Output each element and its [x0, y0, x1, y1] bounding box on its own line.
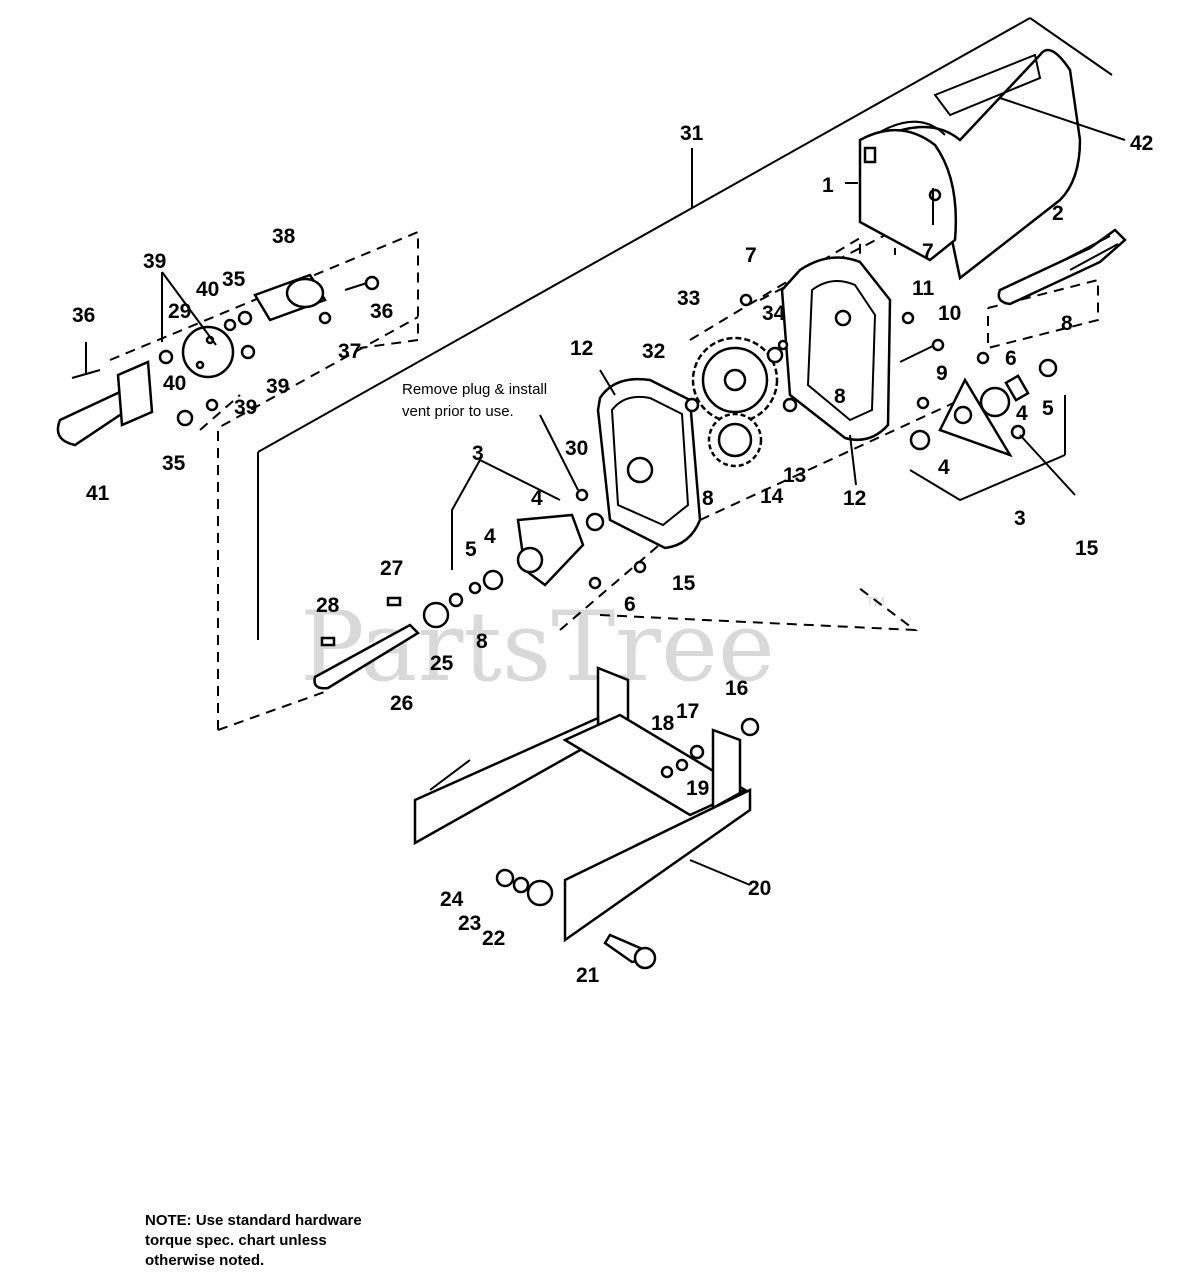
callout-3-left: 3: [472, 442, 484, 465]
callout-1: 1: [822, 174, 834, 197]
callout-6-left: 6: [624, 593, 636, 616]
instruction-line-2: vent prior to use.: [402, 403, 514, 420]
callout-22: 22: [482, 927, 505, 950]
callout-24: 24: [440, 888, 464, 911]
callout-7-upper: 7: [745, 244, 757, 267]
bearing-plate-left: [468, 488, 647, 595]
case-half-left-12: [596, 377, 702, 550]
callout-11: 11: [912, 277, 935, 300]
callout-12-left: 12: [570, 337, 593, 360]
dashed-box-bracket-group: [109, 230, 419, 431]
callout-9: 9: [936, 362, 948, 385]
callout-33: 33: [677, 287, 700, 310]
callout-36-right: 36: [370, 300, 393, 323]
callout-10: 10: [938, 302, 961, 325]
callout-25: 25: [430, 652, 454, 675]
callout-8-gear: 8: [702, 487, 714, 510]
callout-4-right-upper: 4: [1016, 402, 1028, 425]
note-line-3: otherwise noted.: [145, 1252, 264, 1269]
output-shaft-26: [313, 592, 464, 690]
gear-33: [691, 336, 779, 424]
callout-38: 38: [272, 225, 296, 248]
callout-18: 18: [651, 712, 675, 735]
small-hardware-right: [684, 188, 945, 413]
callout-6-right: 6: [1005, 347, 1017, 370]
callout-2: 2: [1052, 202, 1064, 225]
callout-4-right-lower: 4: [938, 456, 950, 479]
callout-12-right: 12: [843, 487, 866, 510]
gear-14: [707, 412, 763, 468]
callout-5-right: 5: [1042, 397, 1054, 420]
callout-14: 14: [760, 485, 784, 508]
callout-7-right: 7: [922, 240, 934, 263]
callout-17: 17: [676, 700, 699, 723]
callout-26: 26: [390, 692, 413, 715]
callout-36-left: 36: [72, 304, 95, 327]
drive-shaft-41: [56, 360, 219, 447]
callout-15-left: 15: [672, 572, 696, 595]
callout-4-left-upper: 4: [531, 487, 543, 510]
cover-housing-42: [858, 48, 1126, 281]
callout-13: 13: [783, 464, 806, 487]
callout-5-left: 5: [465, 538, 477, 561]
callout-39-middle: 39: [266, 375, 289, 398]
callout-8-mid: 8: [834, 385, 846, 408]
bolt-21-hardware: [495, 868, 657, 970]
callout-19: 19: [686, 777, 709, 800]
callout-23: 23: [458, 912, 481, 935]
callout-28: 28: [316, 594, 340, 617]
callout-34: 34: [762, 302, 786, 325]
callout-40-lower: 40: [163, 372, 186, 395]
callout-3-right: 3: [1014, 507, 1026, 530]
callout-16: 16: [725, 677, 748, 700]
bearing-plate-right: [909, 351, 1058, 458]
note-line-2: torque spec. chart unless: [145, 1232, 327, 1249]
callout-15-right: 15: [1075, 537, 1099, 560]
callout-37: 37: [338, 340, 361, 363]
mounting-frame-20: [413, 666, 760, 943]
dashed-box-shaft: [987, 278, 1099, 350]
callout-4-left-lower: 4: [484, 525, 496, 548]
callout-40-top: 40: [196, 278, 219, 301]
callout-31: 31: [680, 122, 704, 145]
leader-lines: [85, 182, 1076, 886]
case-half-right-12: [780, 256, 892, 442]
note-line-1: NOTE: Use standard hardware: [145, 1212, 362, 1229]
callout-32: 32: [642, 340, 665, 363]
callout-8-right: 8: [1061, 312, 1073, 335]
callout-41: 41: [86, 482, 110, 505]
instruction-line-1: Remove plug & install: [402, 381, 547, 398]
callout-39-top: 39: [143, 250, 166, 273]
callout-39-lower: 39: [234, 396, 257, 419]
callout-35-lower: 35: [162, 452, 186, 475]
callout-42: 42: [1130, 132, 1153, 155]
instruction-text: Remove plug & install vent prior to use.: [402, 381, 547, 420]
callout-labels: 31 42 1 2 7 7 11 10 8 6 38 39 35 40 36 3…: [72, 122, 1153, 987]
input-shaft-2: [997, 228, 1127, 306]
callout-20: 20: [748, 877, 771, 900]
callout-30: 30: [565, 437, 588, 460]
callout-27: 27: [380, 557, 403, 580]
bracket-38: [223, 273, 380, 332]
callout-8-left: 8: [476, 630, 488, 653]
callout-29: 29: [168, 300, 191, 323]
callout-35-top: 35: [222, 268, 246, 291]
plate-29: [158, 325, 256, 379]
callout-21: 21: [576, 964, 600, 987]
assembly-bracket-31: [217, 17, 1113, 731]
hardware-note: NOTE: Use standard hardware torque spec.…: [145, 1212, 362, 1269]
